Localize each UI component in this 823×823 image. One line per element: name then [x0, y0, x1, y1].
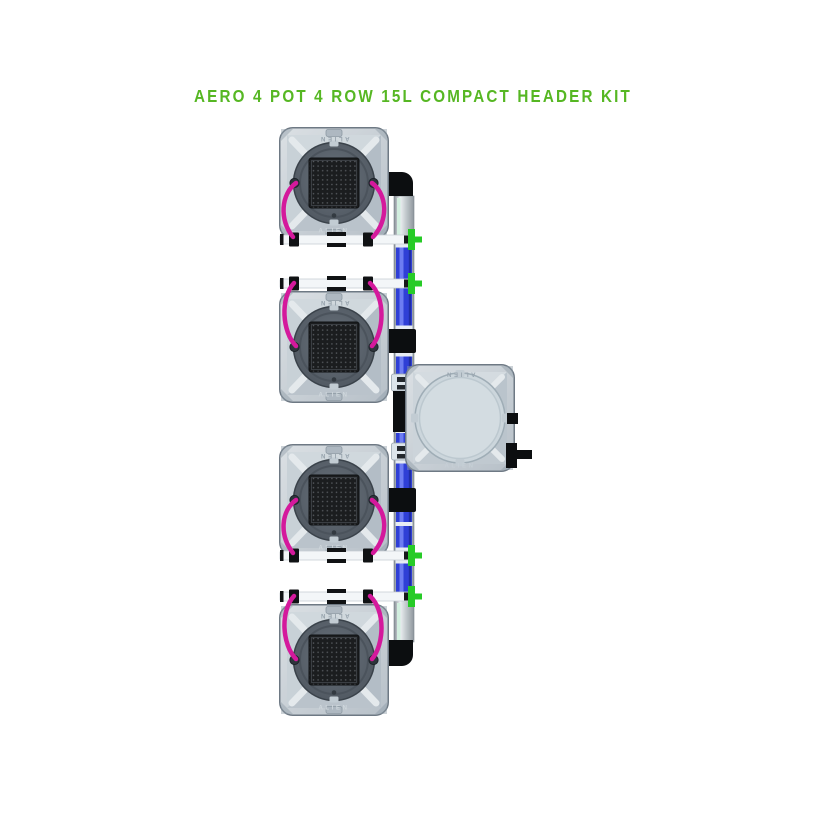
tube-pot1-left	[281, 180, 299, 240]
tube-pot3-right	[369, 497, 387, 556]
pipe-mint-stripe-bottom	[397, 603, 401, 641]
bar-tee-connector-2	[408, 273, 422, 294]
tube-pot2-left	[282, 280, 299, 349]
pot2-tee-connector	[384, 329, 416, 353]
tube-pot4-left	[282, 593, 299, 662]
pipe-elbow-bottom	[386, 640, 413, 666]
pipe-mint-stripe-top	[397, 198, 401, 236]
sprayer-tubes	[281, 180, 387, 662]
tank-outlet-lower	[506, 443, 532, 468]
feed-bar-2	[279, 276, 413, 291]
pot3-tee-connector	[384, 488, 416, 512]
tank-outlet-upper	[507, 413, 518, 424]
header-tank	[406, 365, 515, 472]
tube-pot1-right	[369, 180, 387, 240]
pipe-elbow-top	[386, 172, 413, 196]
bar-tee-connector-1	[408, 229, 422, 250]
bar-tee-connector-4	[408, 586, 422, 607]
product-title: AERO 4 POT 4 ROW 15L COMPACT HEADER KIT	[194, 86, 632, 106]
tube-pot2-right	[367, 280, 384, 349]
tube-pot4-right	[367, 593, 384, 662]
bar-tee-connector-3	[408, 545, 422, 566]
tube-pot3-left	[281, 497, 299, 556]
feed-bar-4	[279, 589, 413, 604]
